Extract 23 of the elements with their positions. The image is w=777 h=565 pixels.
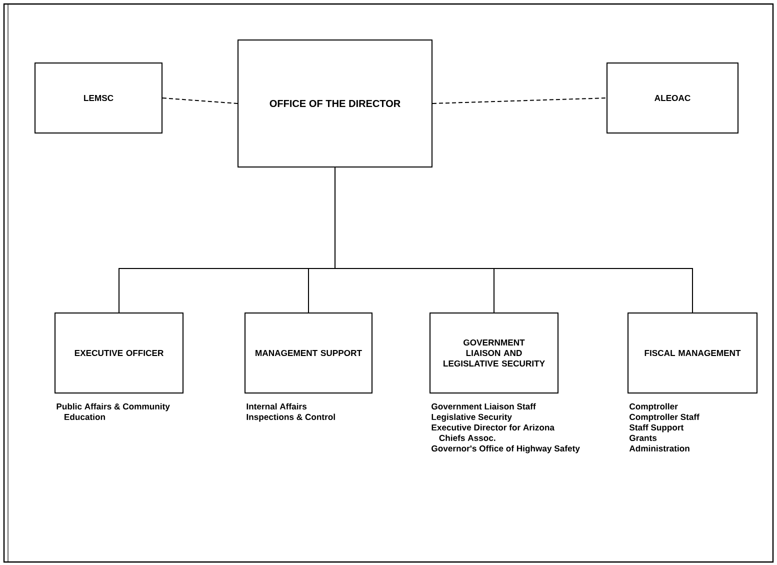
node-label: Comptroller Staff	[630, 414, 700, 422]
org-box: OFFICE OF THE DIRECTOR	[238, 40, 432, 168]
item-list: Public Affairs & Community Education	[56, 403, 170, 420]
node-label: Grants	[630, 434, 657, 442]
org-box: GOVERNMENT LIAISON AND LEGISLATIVE SECURITY	[430, 312, 558, 394]
item-list: Comptroller Comptroller Staff Staff Support Grants Administration	[629, 403, 700, 452]
item-list: Government Liaison Staff Legislative Security Executive Director for Arizona Chiefs Assoc. Governor's Office of Highway Safety	[432, 403, 580, 454]
node-label: Staff Support	[629, 424, 684, 432]
node-label: Comptroller	[630, 403, 678, 412]
org-box: FISCAL MANAGEMENT	[628, 312, 758, 394]
org-box: EXECUTIVE OFFICER	[54, 312, 184, 394]
org-box: MANAGEMENT SUPPORT	[244, 312, 372, 394]
org-box: LEMSC	[34, 62, 162, 134]
org-box: ALEOAC	[606, 62, 738, 134]
connector-line	[432, 98, 607, 104]
node-label: Executive Director for Arizona Chiefs Assoc.	[432, 424, 555, 442]
connector-line	[334, 167, 693, 313]
node-label: Legislative Security	[432, 414, 512, 422]
item-list: Internal Affairs Inspections & Control	[246, 403, 335, 422]
node-label: Government Liaison Staff	[432, 403, 536, 410]
connector-line	[162, 98, 238, 104]
node-label: Governor's Office of Highway Safety	[432, 445, 580, 454]
node-label: Administration	[629, 445, 690, 452]
